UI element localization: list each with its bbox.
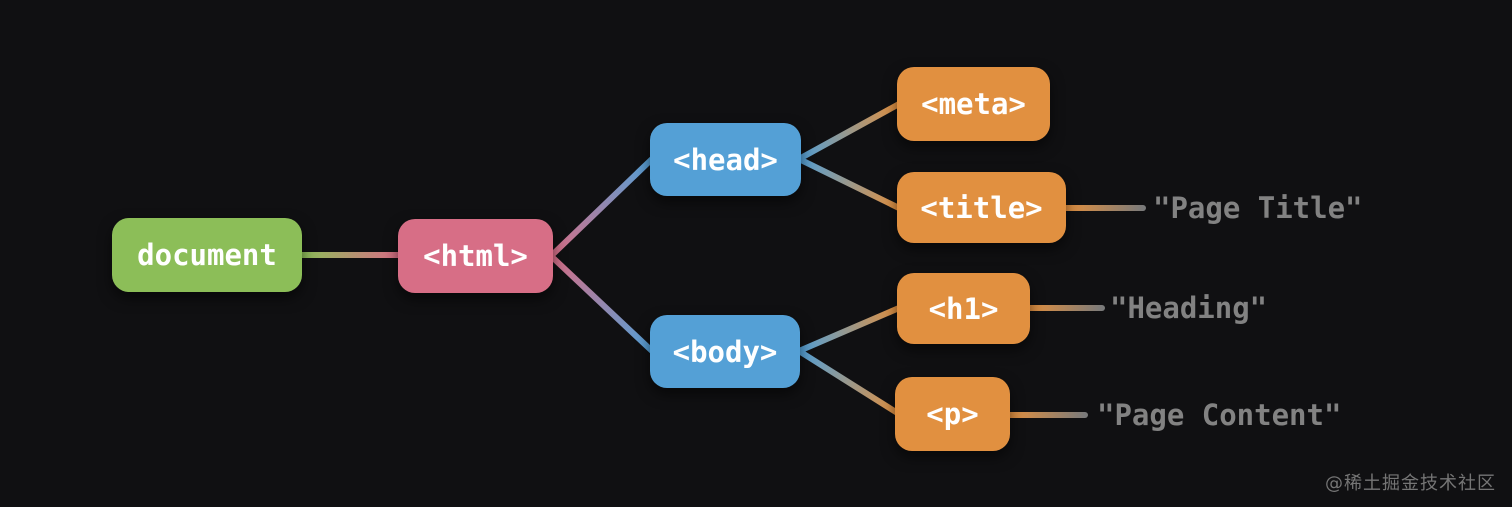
node-head-label: <head> xyxy=(673,142,778,177)
text-leaf-heading: "Heading" xyxy=(1110,291,1268,325)
edge-head-meta xyxy=(796,101,902,162)
node-title: <title> xyxy=(897,172,1066,243)
node-p-label: <p> xyxy=(926,397,979,431)
watermark: @稀土掘金技术社区 xyxy=(1325,473,1496,494)
edge-head-title xyxy=(796,156,902,211)
node-body-label: <body> xyxy=(672,334,778,369)
node-p: <p> xyxy=(895,377,1010,451)
node-document-label: document xyxy=(137,238,277,272)
node-h1-label: <h1> xyxy=(928,291,999,326)
node-document: document xyxy=(112,218,302,292)
node-body: <body> xyxy=(650,315,800,388)
node-meta: <meta> xyxy=(897,67,1050,141)
text-leaf-page-title: "Page Title" xyxy=(1153,191,1363,225)
edge-html-head xyxy=(548,156,655,259)
node-html-label: <html> xyxy=(423,239,528,273)
edge-html-body xyxy=(548,253,655,354)
edge-body-p xyxy=(796,348,902,417)
node-html: <html> xyxy=(398,219,553,293)
node-head: <head> xyxy=(650,123,801,196)
node-meta-label: <meta> xyxy=(921,87,1026,121)
node-h1: <h1> xyxy=(897,273,1030,344)
node-title-label: <title> xyxy=(920,190,1043,225)
text-leaf-page-content: "Page Content" xyxy=(1097,398,1342,432)
edge-body-h1 xyxy=(796,305,902,354)
